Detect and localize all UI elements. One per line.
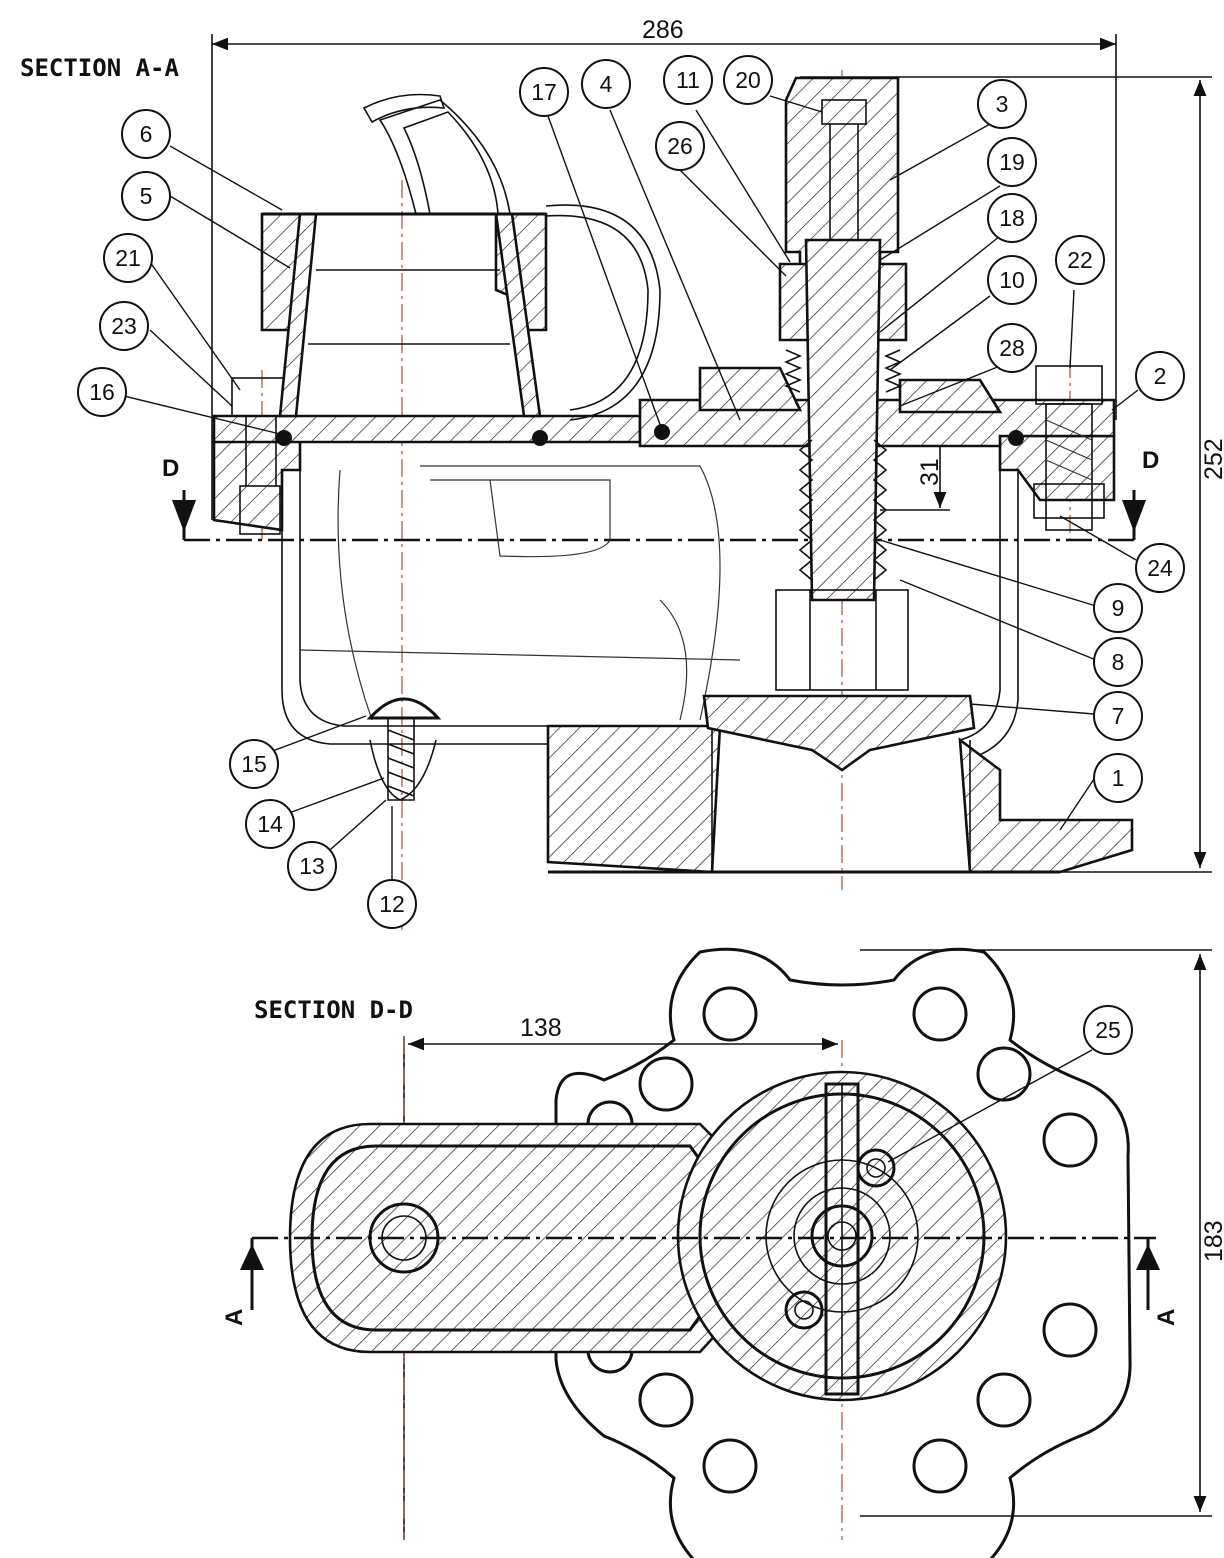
seal-ring-16b <box>532 430 548 446</box>
dimension-31-label: 31 <box>916 458 944 486</box>
balloon-11: 11 <box>676 67 700 93</box>
balloon-circle <box>1135 543 1185 593</box>
balloon-5: 5 <box>140 183 153 209</box>
balloon-circle <box>581 59 631 109</box>
balloon-circle <box>655 121 705 171</box>
balloon-14: 14 <box>257 811 283 837</box>
section-a-title: SECTION A-A <box>20 54 179 82</box>
balloon-circle <box>103 233 153 283</box>
balloon-21: 21 <box>115 245 141 271</box>
balloon-9: 9 <box>1112 595 1125 621</box>
balloon-circle <box>121 171 171 221</box>
valve-body <box>212 434 1134 874</box>
balloon-17: 17 <box>531 79 557 105</box>
balloon-23: 23 <box>111 313 137 339</box>
flange-outline <box>554 947 1132 1558</box>
balloon-24: 24 <box>1147 555 1173 581</box>
balloon-circle <box>1093 753 1143 803</box>
balloon-13: 13 <box>299 853 325 879</box>
balloon-circle <box>987 255 1037 305</box>
dimension-286-label: 286 <box>642 16 684 44</box>
spindle-assembly: 31 <box>702 76 976 772</box>
balloon-8: 8 <box>1112 649 1125 675</box>
balloon-25: 25 <box>1095 1017 1121 1043</box>
hose-coupling <box>260 93 661 421</box>
balloon-6: 6 <box>140 121 153 147</box>
cut-label-a-right: A <box>1153 1309 1180 1326</box>
balloon-circle <box>987 323 1037 373</box>
balloon-2: 2 <box>1154 363 1167 389</box>
balloon-28: 28 <box>999 335 1025 361</box>
balloon-circle <box>987 193 1037 243</box>
balloon-18: 18 <box>999 205 1025 231</box>
cut-line-a: A A <box>221 1236 1180 1326</box>
balloon-circle <box>99 301 149 351</box>
balloon-19: 19 <box>999 149 1025 175</box>
flange-bolt-holes <box>586 986 1098 1494</box>
balloon-circle <box>245 799 295 849</box>
section-a-view: 286 252 D D <box>77 16 1224 930</box>
cut-label-a-left: A <box>221 1309 248 1326</box>
cut-label-d-right: D <box>1142 447 1159 474</box>
balloon-circle <box>1093 583 1143 633</box>
balloon-15: 15 <box>241 751 267 777</box>
balloon-circle <box>287 841 337 891</box>
balloon-16: 16 <box>89 379 115 405</box>
cut-line-d: D D <box>162 447 1159 542</box>
balloon-3: 3 <box>996 91 1009 117</box>
balloon-circle <box>1135 351 1185 401</box>
seal-ring-17 <box>654 424 670 440</box>
balloon-circle <box>663 55 713 105</box>
balloon-circle <box>977 79 1027 129</box>
balloon-1: 1 <box>1112 765 1125 791</box>
balloon-circle <box>229 739 279 789</box>
balloon-circle <box>1093 691 1143 741</box>
balloon-4: 4 <box>600 71 613 97</box>
balloons-section-a: 6 5 21 23 16 17 4 11 20 26 3 19 18 10 28… <box>77 55 1185 929</box>
balloon-circle <box>519 67 569 117</box>
dimension-183-label: 183 <box>1200 1220 1224 1262</box>
balloon-20: 20 <box>735 67 761 93</box>
dimension-252-label: 252 <box>1200 438 1224 480</box>
balloon-circle <box>987 137 1037 187</box>
balloon-12: 12 <box>379 891 405 917</box>
balloon-circle <box>723 55 773 105</box>
dimension-138-label: 138 <box>520 1014 562 1042</box>
dimension-183: 183 <box>860 949 1224 1517</box>
balloon-circle <box>1093 637 1143 687</box>
bolt-left <box>231 377 291 535</box>
balloon-circle <box>121 109 171 159</box>
balloon-26: 26 <box>667 133 693 159</box>
section-d-title: SECTION D-D <box>254 996 413 1024</box>
drain-screw <box>366 697 442 801</box>
section-d-view: 183 138 <box>221 947 1224 1558</box>
seal-ring-16 <box>276 430 292 446</box>
balloon-circle <box>1083 1005 1133 1055</box>
cut-label-d-left: D <box>162 455 179 482</box>
balloon-circle <box>1055 235 1105 285</box>
balloon-circle <box>367 879 417 929</box>
balloon-circle <box>77 367 127 417</box>
balloon-22: 22 <box>1067 247 1093 273</box>
balloon-10: 10 <box>999 267 1025 293</box>
dimension-286: 286 <box>211 16 1117 520</box>
balloon-7: 7 <box>1112 703 1125 729</box>
seal-ring-28 <box>1008 430 1024 446</box>
bolt-right <box>1033 365 1105 531</box>
